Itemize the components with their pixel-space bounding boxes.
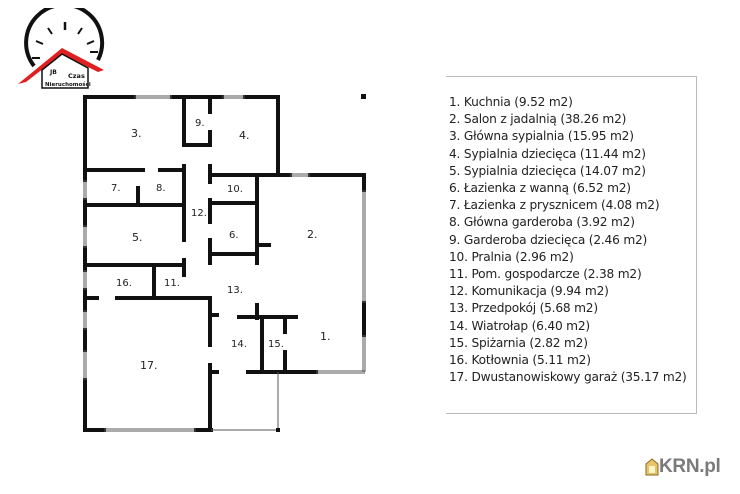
- room-label-11: 11.: [164, 278, 180, 289]
- room-label-6: 6.: [229, 230, 239, 241]
- room-label-7: 7.: [111, 183, 121, 194]
- room-label-12: 12.: [191, 208, 207, 219]
- room-label-15: 15.: [268, 339, 284, 350]
- legend-item: 14. Wiatrołap (6.40 m2): [449, 318, 590, 333]
- legend-item: 10. Pralnia (2.96 m2): [449, 249, 574, 264]
- svg-text:Czas: Czas: [68, 72, 85, 80]
- legend-item: 15. Spiżarnia (2.82 m2): [449, 335, 588, 350]
- legend-list: 1. Kuchnia (9.52 m2) 2. Salon z jadalnią…: [449, 94, 687, 386]
- legend-item: 5. Sypialnia dziecięca (14.07 m2): [449, 163, 646, 178]
- legend-item: 6. Łazienka z wanną (6.52 m2): [449, 181, 631, 196]
- room-label-9: 9.: [195, 118, 205, 129]
- legend-item: 11. Pom. gospodarcze (2.38 m2): [449, 267, 642, 282]
- room-label-1: 1.: [320, 330, 331, 343]
- room-label-5: 5.: [132, 231, 143, 244]
- legend-item: 17. Dwustanowiskowy garaż (35.17 m2): [449, 370, 687, 385]
- room-label-13: 13.: [227, 285, 243, 296]
- legend-item: 7. Łazienka z prysznicem (4.08 m2): [449, 198, 660, 213]
- legend-item: 4. Sypialnia dziecięca (11.44 m2): [449, 146, 646, 161]
- legend-item: 8. Główna garderoba (3.92 m2): [449, 215, 635, 230]
- room-label-10: 10.: [227, 184, 243, 195]
- legend-item: 16. Kotłownia (5.11 m2): [449, 353, 591, 368]
- room-label-14: 14.: [231, 339, 247, 350]
- room-label-16: 16.: [116, 278, 132, 289]
- house-lock-icon: [645, 458, 659, 476]
- watermark-text: KRN.pl: [659, 456, 721, 477]
- room-label-3: 3.: [131, 127, 142, 140]
- legend-item: 2. Salon z jadalnią (38.26 m2): [449, 112, 627, 127]
- krn-watermark: KRN.pl: [645, 455, 721, 479]
- room-label-8: 8.: [156, 183, 166, 194]
- corner-marker: [361, 94, 366, 99]
- room-legend: 1. Kuchnia (9.52 m2) 2. Salon z jadalnią…: [446, 76, 697, 414]
- svg-text:Nieruchomości: Nieruchomości: [45, 81, 91, 88]
- room-label-2: 2.: [307, 228, 318, 241]
- room-labels: 1. 2. 3. 4. 5. 6. 7. 8. 9. 10. 11. 12. 1…: [111, 118, 331, 372]
- company-logo: JB Czas Nieruchomości: [12, 2, 107, 94]
- room-label-4: 4.: [239, 129, 250, 142]
- clock-house-logo-icon: JB Czas Nieruchomości: [18, 2, 105, 89]
- legend-item: 9. Garderoba dziecięca (2.46 m2): [449, 232, 648, 247]
- legend-item: 3. Główna sypialnia (15.95 m2): [449, 129, 634, 144]
- svg-text:JB: JB: [49, 69, 57, 76]
- legend-item: 1. Kuchnia (9.52 m2): [449, 95, 573, 109]
- room-label-17: 17.: [140, 359, 158, 372]
- legend-item: 12. Komunikacja (9.94 m2): [449, 284, 609, 299]
- legend-item: 13. Przedpokój (5.68 m2): [449, 301, 598, 316]
